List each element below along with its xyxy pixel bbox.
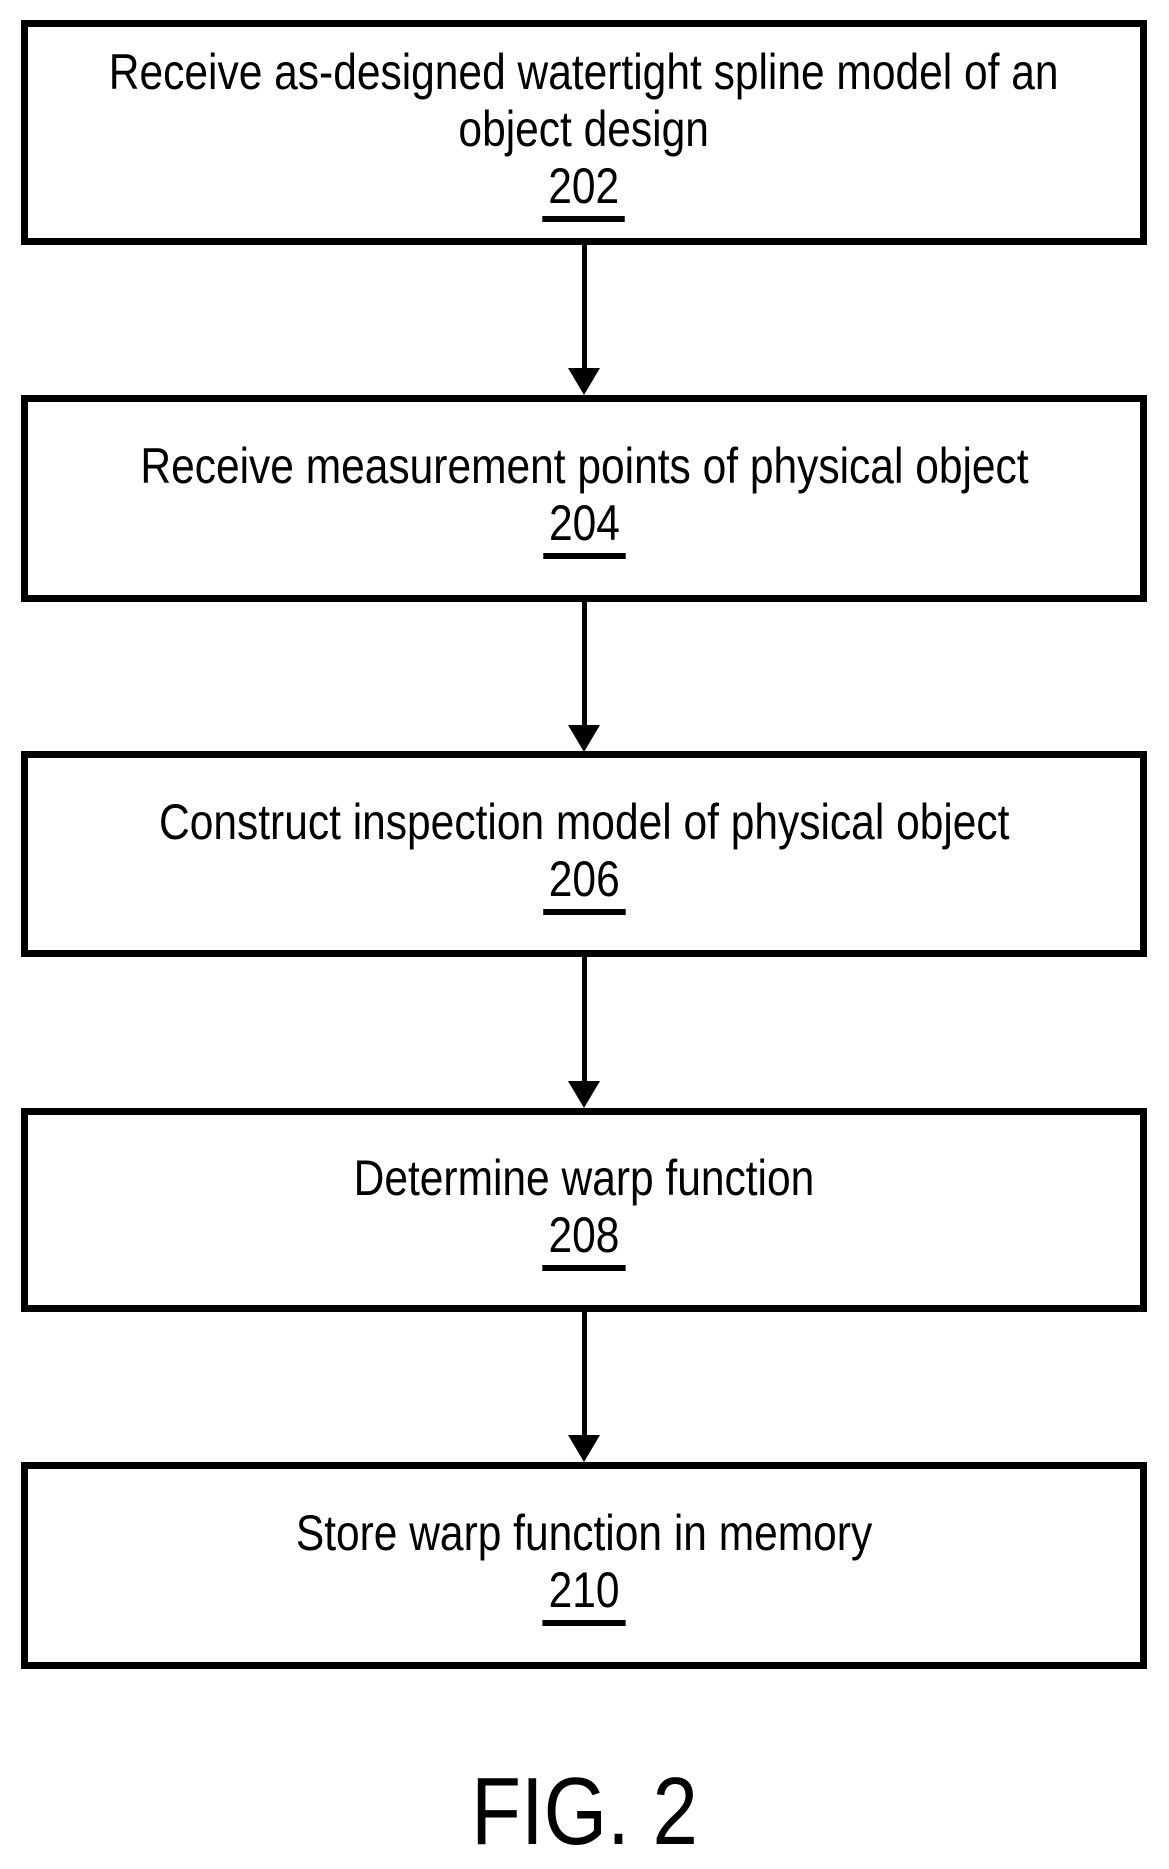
arrow-202-204-head-icon bbox=[568, 368, 600, 395]
flow-step-206-ref: 206 bbox=[542, 851, 626, 915]
flow-step-204-text-line-1: Receive measurement points of physical o… bbox=[139, 438, 1029, 494]
flow-step-202-content: Receive as-designed watertight spline mo… bbox=[109, 44, 1059, 222]
flow-step-208-content: Determine warp function 208 bbox=[353, 1149, 815, 1271]
flow-step-210-text-line-1: Store warp function in memory bbox=[295, 1505, 873, 1561]
flow-step-210-ref: 210 bbox=[542, 1562, 626, 1626]
flow-step-202-text-line-2: object design bbox=[458, 100, 710, 157]
flow-step-206: Construct inspection model of physical o… bbox=[21, 751, 1147, 957]
flow-step-206-content: Construct inspection model of physical o… bbox=[159, 794, 1009, 915]
flow-step-208-text-line-1: Determine warp function bbox=[353, 1149, 815, 1206]
arrow-206-208-stem bbox=[582, 957, 587, 1083]
flow-step-202-ref: 202 bbox=[542, 158, 626, 222]
flow-step-204-ref: 204 bbox=[542, 495, 626, 559]
flow-step-210: Store warp function in memory 210 bbox=[21, 1462, 1147, 1669]
flow-step-204: Receive measurement points of physical o… bbox=[21, 395, 1147, 602]
arrow-204-206-head-icon bbox=[568, 725, 600, 752]
flow-step-210-content: Store warp function in memory 210 bbox=[296, 1505, 872, 1626]
flow-step-208-ref: 208 bbox=[542, 1207, 626, 1271]
arrow-208-210-stem bbox=[582, 1312, 587, 1437]
arrow-208-210-head-icon bbox=[568, 1435, 600, 1462]
arrow-206-208-head-icon bbox=[568, 1081, 600, 1108]
arrow-202-204-stem bbox=[582, 245, 587, 369]
flow-step-208: Determine warp function 208 bbox=[21, 1108, 1147, 1312]
flow-step-204-content: Receive measurement points of physical o… bbox=[140, 438, 1028, 559]
flow-step-202: Receive as-designed watertight spline mo… bbox=[21, 20, 1147, 245]
figure-caption: FIG. 2 bbox=[471, 1758, 698, 1865]
flow-step-202-text-line-1: Receive as-designed watertight spline mo… bbox=[109, 43, 1059, 100]
flow-step-206-text-line-1: Construct inspection model of physical o… bbox=[158, 793, 1010, 850]
arrow-204-206-stem bbox=[582, 602, 587, 726]
